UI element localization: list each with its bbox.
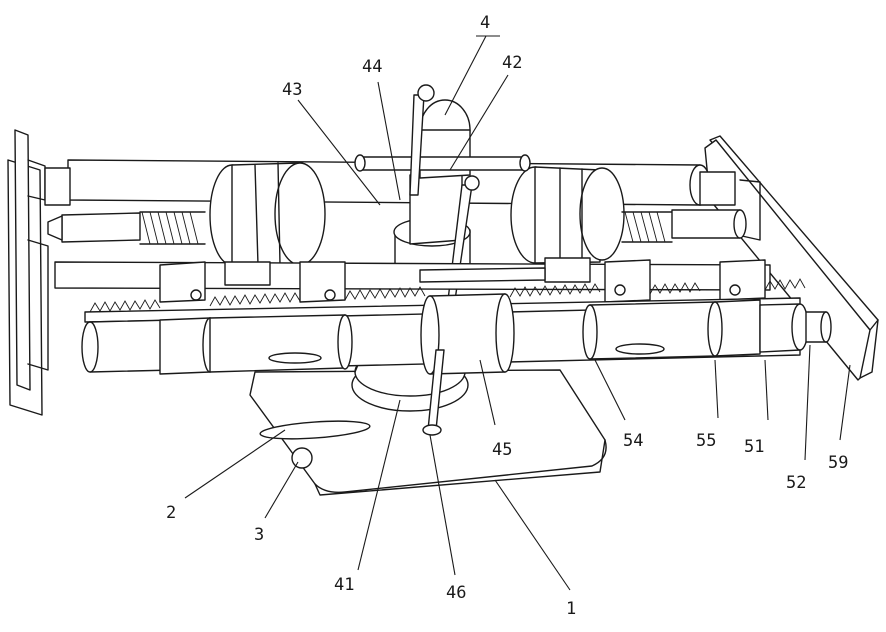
label-46: 46 <box>446 583 466 603</box>
label-1: 1 <box>566 599 576 619</box>
label-3: 3 <box>254 525 264 545</box>
label-4: 4 <box>480 13 490 33</box>
label-42: 42 <box>502 53 522 73</box>
label-54: 54 <box>623 431 643 451</box>
lower-cylinder <box>82 294 831 374</box>
left-end-plate <box>8 130 48 415</box>
left-spring <box>140 212 205 244</box>
label-59: 59 <box>828 453 848 473</box>
label-51: 51 <box>744 437 764 457</box>
label-44: 44 <box>362 57 382 77</box>
label-43: 43 <box>282 80 302 100</box>
label-45: 45 <box>492 440 512 460</box>
label-2: 2 <box>166 503 176 523</box>
right-spring <box>622 212 672 242</box>
label-55: 55 <box>696 431 716 451</box>
label-41: 41 <box>334 575 354 595</box>
middle-rod <box>55 258 770 302</box>
label-52: 52 <box>786 473 806 493</box>
